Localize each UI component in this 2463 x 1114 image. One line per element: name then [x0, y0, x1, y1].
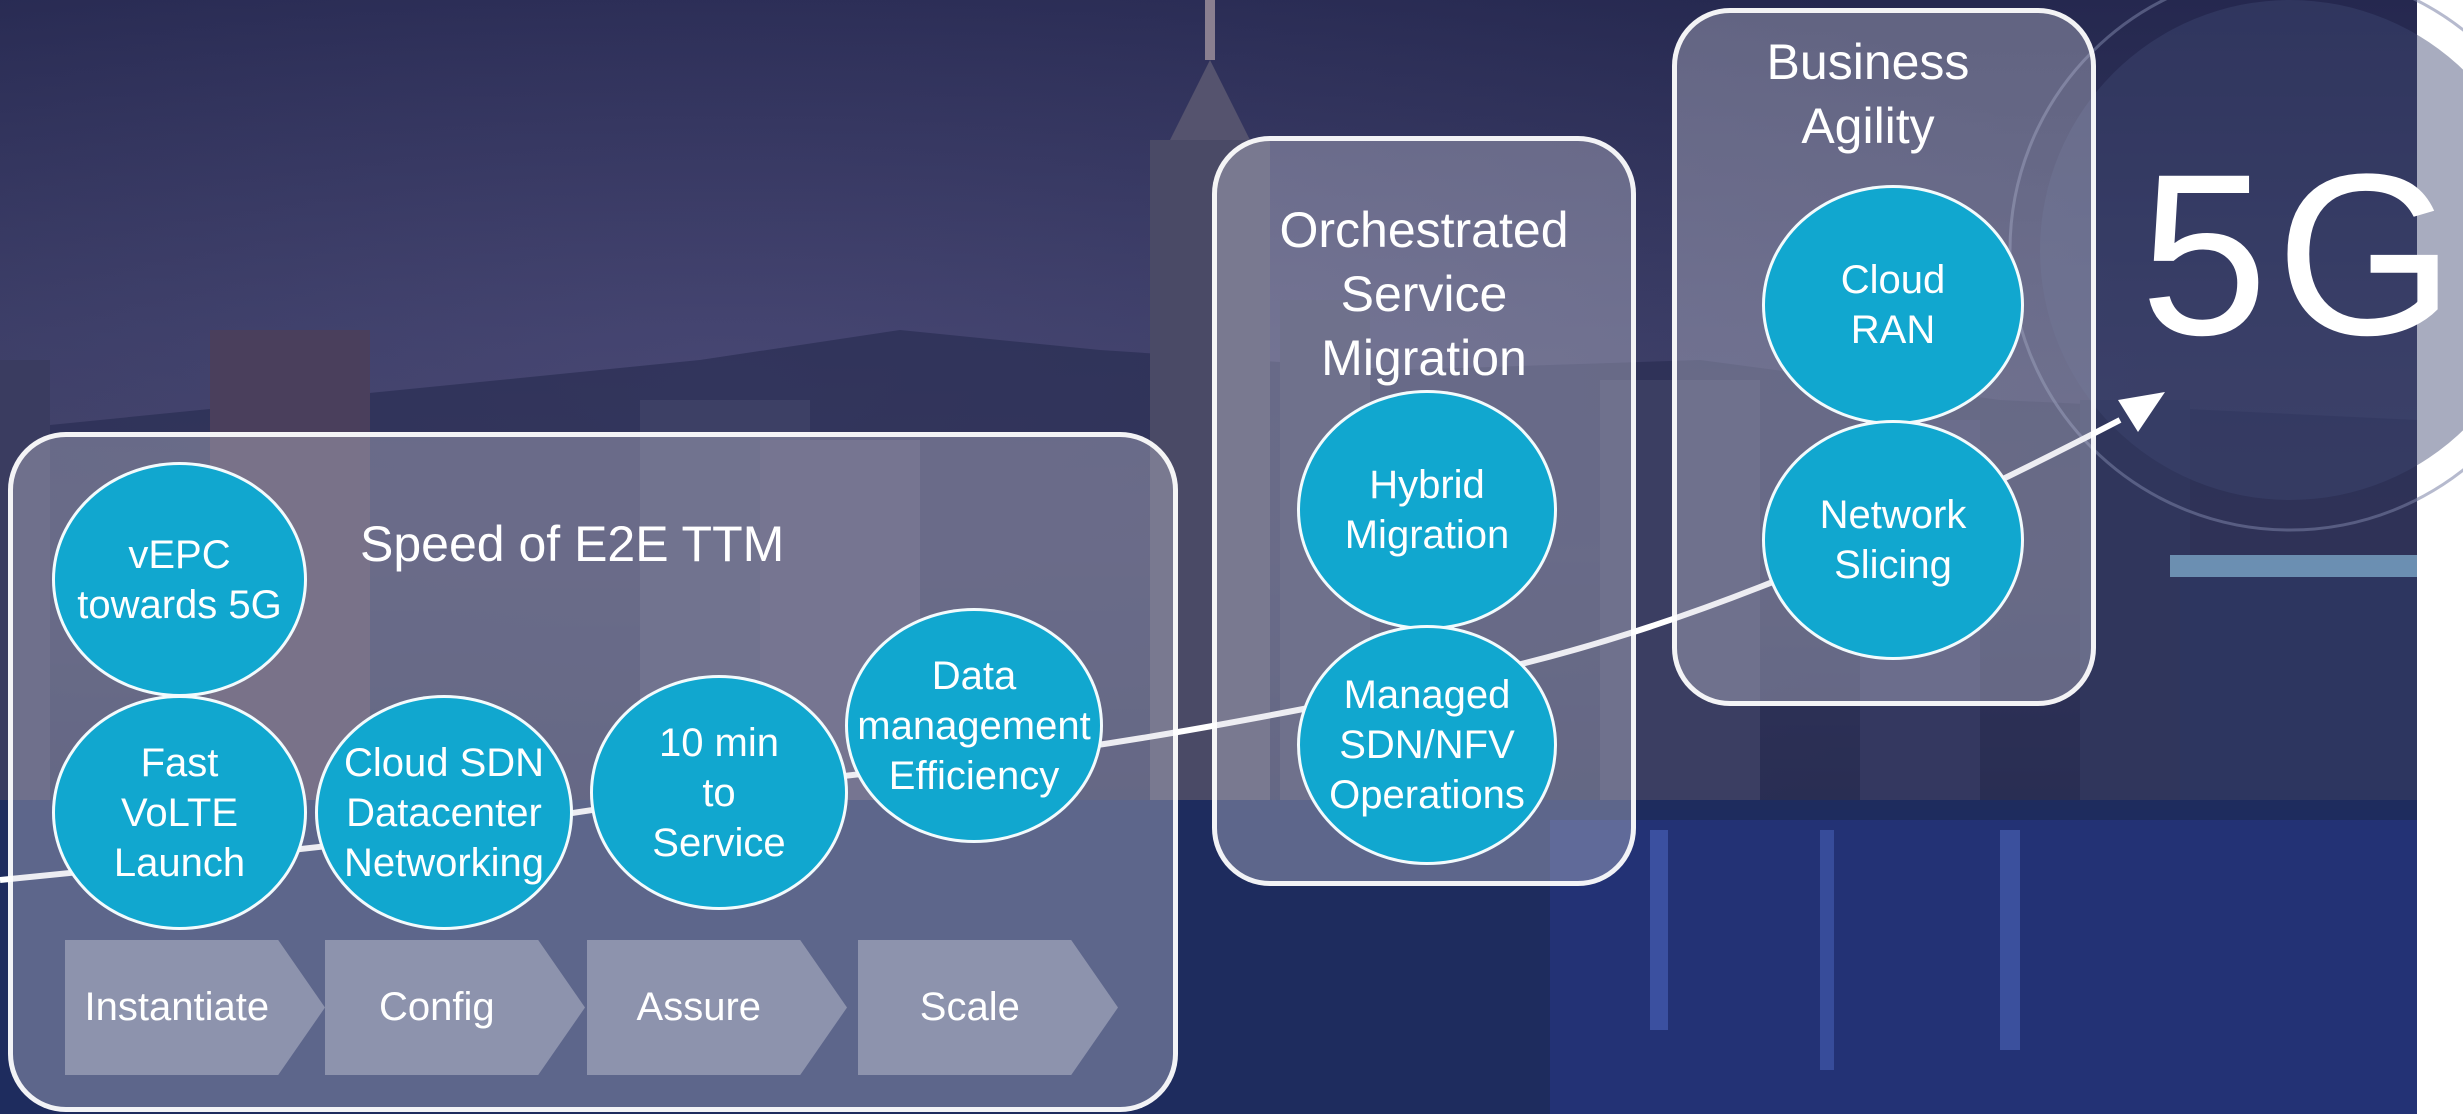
step-scale: Scale	[858, 940, 1118, 1075]
hybrid-migration-circle: Hybrid Migration	[1297, 390, 1557, 630]
data-management-circle: Data management Efficiency	[845, 608, 1103, 843]
ten-min-circle: 10 min to Service	[590, 675, 848, 910]
vepc-circle: vEPC towards 5G	[52, 462, 307, 697]
speed-panel-title: Speed of E2E TTM	[360, 516, 785, 572]
managed-sdn-nfv-circle: Managed SDN/NFV Operations	[1297, 625, 1557, 865]
network-slicing-circle: Network Slicing	[1762, 420, 2024, 660]
step-scale-label: Scale	[919, 985, 1020, 1029]
step-instantiate-label: Instantiate	[84, 985, 270, 1029]
5g-label: 5G	[2140, 126, 2463, 383]
cloud-ran-circle: Cloud RAN	[1762, 185, 2024, 425]
step-config-label: Config	[378, 985, 495, 1029]
step-instantiate: Instantiate	[65, 940, 325, 1075]
step-config: Config	[325, 940, 585, 1075]
step-assure-label: Assure	[636, 985, 762, 1029]
cloud-sdn-circle: Cloud SDN Datacenter Networking	[315, 695, 573, 930]
agility-panel-title: Business Agility	[1766, 34, 1970, 154]
step-assure: Assure	[587, 940, 847, 1075]
fast-volte-circle: Fast VoLTE Launch	[52, 695, 307, 930]
orchestrated-panel-title: Orchestrated Service Migration	[1279, 202, 1569, 386]
